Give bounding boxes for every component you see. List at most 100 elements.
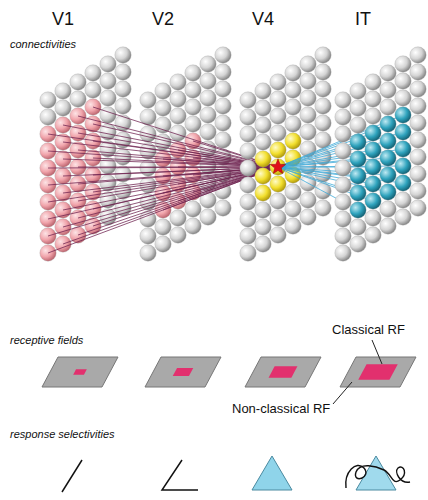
neuron-sphere <box>170 210 186 226</box>
neuron-sphere <box>395 73 411 89</box>
neuron-sphere <box>410 183 426 199</box>
neuron-sphere <box>365 227 381 243</box>
section-label: receptive fields <box>10 334 83 346</box>
non-classical-rf <box>145 357 221 387</box>
receptive-field-v2 <box>145 357 221 387</box>
neuron-sphere <box>300 124 316 140</box>
neuron-sphere <box>240 160 256 176</box>
leader-line <box>372 340 382 364</box>
neuron-sphere <box>255 168 271 184</box>
neuron-sphere <box>240 109 256 125</box>
neuron-sphere <box>335 211 351 227</box>
neuron-sphere <box>255 134 271 150</box>
neuron-sphere <box>410 149 426 165</box>
neuron-sphere <box>315 64 331 80</box>
neuron-sphere <box>215 115 231 131</box>
neuron-sphere <box>270 176 286 192</box>
neuron-sphere <box>365 125 381 141</box>
connection-line <box>93 107 278 167</box>
connection-line <box>278 150 373 167</box>
neuron-sphere <box>155 83 171 99</box>
neuron-sphere <box>395 141 411 157</box>
connection-line <box>48 167 278 236</box>
neuron-grids <box>40 47 426 261</box>
neuron-sphere <box>185 82 201 98</box>
neuron-sphere <box>350 185 366 201</box>
receptive-field-v1 <box>42 357 118 387</box>
neuron-sphere <box>185 218 201 234</box>
classical-rf <box>173 368 194 376</box>
non-classical-rf <box>245 357 321 387</box>
neuron-sphere <box>335 194 351 210</box>
neuron-sphere <box>55 100 71 116</box>
neuron-sphere <box>270 108 286 124</box>
neuron-sphere <box>270 210 286 226</box>
neuron-sphere <box>410 81 426 97</box>
neuron-sphere <box>380 133 396 149</box>
neuron-sphere <box>140 228 156 244</box>
neuron-sphere <box>395 90 411 106</box>
neuron-sphere <box>255 185 271 201</box>
neuron-sphere <box>215 132 231 148</box>
neuron-sphere <box>395 158 411 174</box>
neuron-sphere <box>200 209 216 225</box>
neuron-sphere <box>155 117 171 133</box>
neuron-sphere <box>395 209 411 225</box>
non-classical-rf <box>42 357 118 387</box>
neuron-sphere <box>335 126 351 142</box>
neuron-sphere <box>200 124 216 140</box>
neuron-sphere <box>410 115 426 131</box>
neuron-sphere <box>315 81 331 97</box>
connection-line <box>48 167 278 253</box>
neuron-sphere <box>240 126 256 142</box>
neuron-sphere <box>255 117 271 133</box>
neuron-sphere <box>300 73 316 89</box>
neuron-sphere <box>100 73 116 89</box>
neuron-sphere <box>240 177 256 193</box>
bar-symbol <box>62 460 82 492</box>
neuron-sphere <box>85 82 101 98</box>
triangle-symbol <box>356 456 396 490</box>
neuron-sphere <box>215 81 231 97</box>
connection-line <box>178 167 278 201</box>
neuron-sphere <box>315 200 331 216</box>
neuron-sphere <box>70 74 86 90</box>
neuron-sphere <box>335 177 351 193</box>
neuron-sphere <box>215 98 231 114</box>
neuron-sphere <box>380 201 396 217</box>
section-label: response selectivities <box>10 428 115 440</box>
neuron-sphere <box>285 65 301 81</box>
neuron-sphere <box>395 175 411 191</box>
neuron-sphere <box>410 64 426 80</box>
neuron-sphere <box>350 151 366 167</box>
neuron-sphere <box>240 92 256 108</box>
neuron-sphere <box>270 142 286 158</box>
neuron-sphere <box>100 175 116 191</box>
neuron-sphere <box>410 132 426 148</box>
neuron-sphere <box>380 116 396 132</box>
neuron-sphere <box>410 47 426 63</box>
neuron-sphere <box>200 73 216 89</box>
neuron-sphere <box>380 82 396 98</box>
neuron-sphere <box>365 142 381 158</box>
area-label: V2 <box>152 10 174 30</box>
neuron-sphere <box>115 98 131 114</box>
neuron-sphere <box>255 83 271 99</box>
neuron-sphere <box>40 92 56 108</box>
neuron-sphere <box>285 116 301 132</box>
section-label: connectivities <box>10 38 76 50</box>
neuron-sphere <box>285 99 301 115</box>
callout-label: Non-classical RF <box>232 402 330 416</box>
neuron-sphere <box>240 228 256 244</box>
neuron-sphere <box>140 92 156 108</box>
neuron-sphere <box>85 65 101 81</box>
neuron-sphere <box>115 64 131 80</box>
neuron-sphere <box>215 47 231 63</box>
neuron-sphere <box>115 47 131 63</box>
neuron-sphere <box>270 91 286 107</box>
neuron-sphere <box>365 74 381 90</box>
connection-line <box>63 167 278 244</box>
neuron-sphere <box>395 56 411 72</box>
